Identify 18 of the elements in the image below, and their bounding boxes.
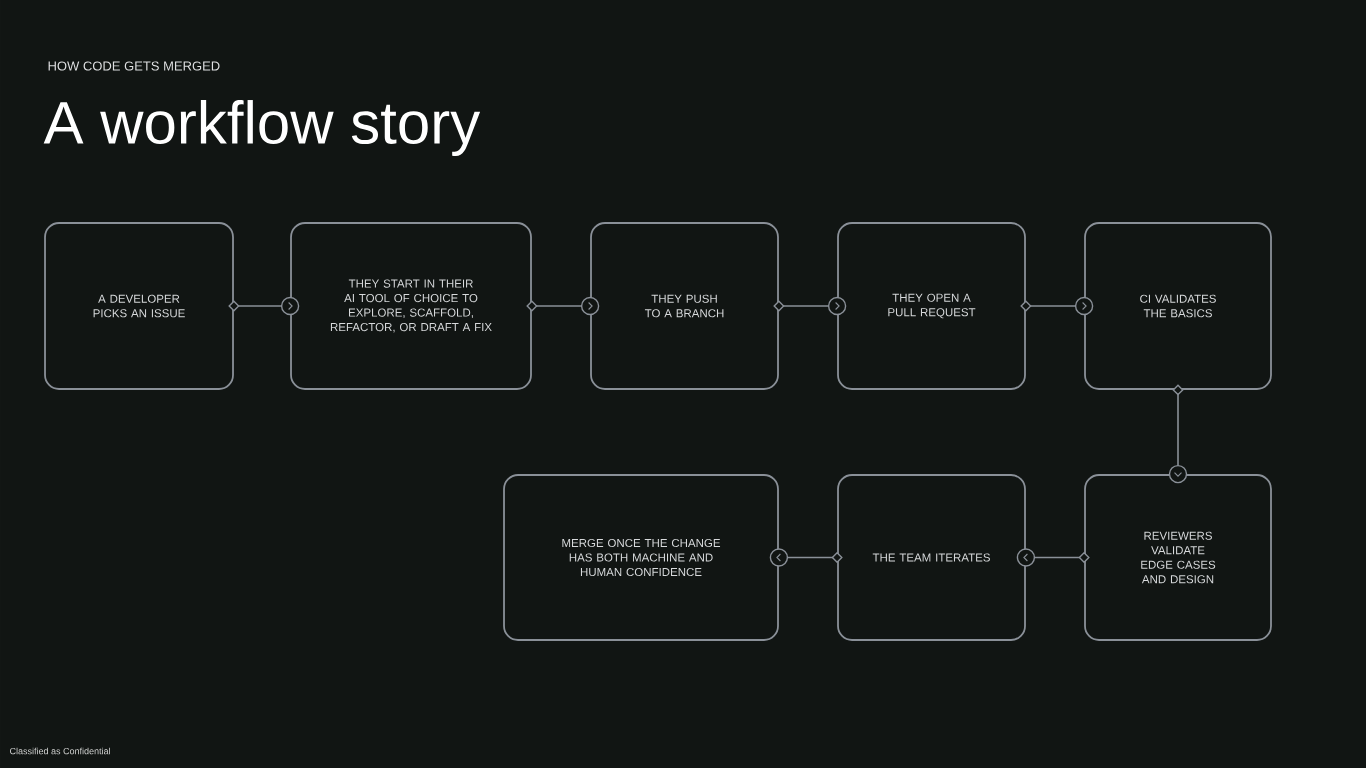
connector-arrow	[228, 296, 300, 316]
step-box: THEY PUSH TO A BRANCH	[590, 222, 779, 390]
footer-note: Classified as Confidential	[10, 747, 110, 755]
eyebrow-heading: HOW CODE GETS MERGED	[48, 61, 220, 71]
step-box: THEY START IN THEIR AI TOOL OF CHOICE TO EXPLORE, SCAFFOLD, REFACTOR, OR DRAFT A FIX	[290, 222, 532, 390]
connector-arrow	[773, 296, 847, 316]
step-box: MERGE ONCE THE CHANGE HAS BOTH MACHINE AND HUMAN CONFIDENCE	[503, 474, 779, 641]
connector-arrow	[1016, 548, 1090, 567]
title: A workflow story	[43, 100, 481, 156]
step-box: THEY OPEN A PULL REQUEST	[837, 222, 1026, 390]
connector-arrow	[526, 296, 600, 316]
connector-arrow	[1020, 296, 1094, 316]
connector-arrow	[1168, 384, 1188, 484]
step-box: CI VALIDATES THE BASICS	[1084, 222, 1272, 390]
step-box: A DEVELOPER PICKS AN ISSUE	[44, 222, 234, 390]
connector-arrow	[769, 548, 843, 567]
step-box: REVIEWERS VALIDATE EDGE CASES AND DESIGN	[1084, 474, 1272, 641]
step-box: THE TEAM ITERATES	[837, 474, 1026, 641]
